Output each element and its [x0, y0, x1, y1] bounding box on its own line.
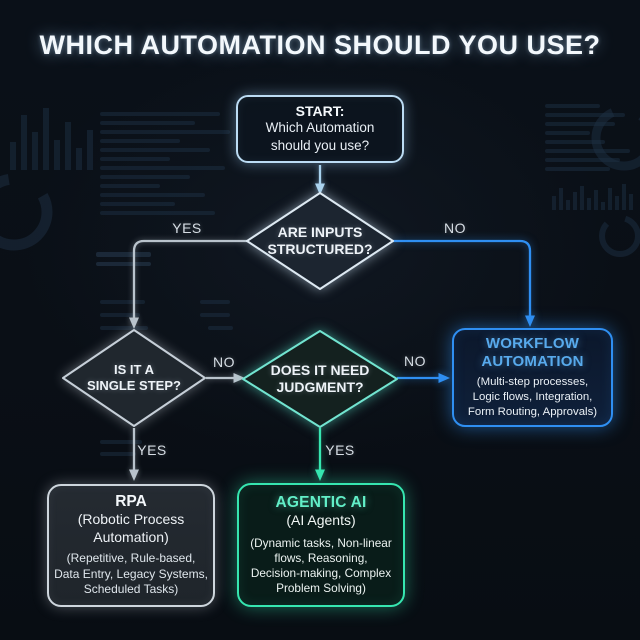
outcome-agentic-ai-node: AGENTIC AI (AI Agents) (Dynamic tasks, N…	[237, 483, 405, 607]
agentic-ai-subtitle: (AI Agents)	[286, 512, 356, 529]
workflow-description: (Multi-step processes, Logic flows, Inte…	[468, 375, 597, 419]
background-donut-chart-decoration-icon	[0, 173, 53, 251]
agentic-ai-description-line: flows, Reasoning,	[274, 550, 368, 565]
rpa-subtitle: (Robotic Process Automation)	[78, 511, 185, 546]
workflow-description-line: Form Routing, Approvals)	[467, 405, 598, 418]
agentic-ai-description: (Dynamic tasks, Non-linear flows, Reason…	[250, 536, 392, 596]
background-bar-chart-decoration-icon	[10, 108, 93, 170]
background-text-rows-decoration-icon	[96, 112, 233, 456]
decision-line: STRUCTURED?	[267, 241, 373, 258]
rpa-subtitle-line: (Robotic Process	[77, 511, 185, 528]
outcome-workflow-automation-node: WORKFLOW AUTOMATION (Multi-step processe…	[452, 328, 613, 427]
agentic-ai-description-line: Problem Solving)	[276, 580, 366, 595]
agentic-ai-description-line: (Dynamic tasks, Non-linear	[250, 535, 392, 550]
rpa-description-line: (Repetitive, Rule-based,	[66, 551, 196, 566]
rpa-description-line: Data Entry, Legacy Systems,	[54, 566, 208, 581]
edge-structured-yes	[129, 239, 247, 329]
rpa-title: RPA	[115, 493, 147, 511]
background-bar-chart-right-decoration-icon	[552, 184, 633, 210]
edge-label-structured-yes: YES	[172, 220, 202, 236]
background-text-rows-right-decoration-icon	[545, 104, 630, 171]
background-donut-right-decoration-icon	[591, 105, 640, 257]
start-node-line: Which Automation	[265, 120, 375, 136]
decision-needs-judgment-label: DOES IT NEED JUDGMENT?	[250, 362, 390, 396]
edge-label-judgment-yes: YES	[325, 442, 355, 458]
workflow-title-line: WORKFLOW	[485, 335, 580, 353]
decision-line: ARE INPUTS	[277, 224, 363, 240]
decision-line: SINGLE STEP?	[87, 378, 181, 394]
decision-line: JUDGMENT?	[276, 379, 364, 396]
start-node: START: Which Automation should you use?	[236, 95, 404, 163]
workflow-title: WORKFLOW AUTOMATION	[481, 335, 583, 370]
rpa-description: (Repetitive, Rule-based, Data Entry, Leg…	[54, 551, 208, 598]
edge-structured-no	[393, 239, 535, 327]
outcome-rpa-node: RPA (Robotic Process Automation) (Repeti…	[47, 484, 215, 607]
edge-label-single-step-yes: YES	[137, 442, 167, 458]
edge-label-structured-no: NO	[444, 220, 466, 236]
decision-inputs-structured-label: ARE INPUTS STRUCTURED?	[250, 224, 390, 258]
decision-line: IS IT A	[114, 362, 154, 377]
start-node-line: should you use?	[270, 138, 370, 153]
decision-single-step-label: IS IT A SINGLE STEP?	[64, 362, 204, 395]
edge-label-judgment-no: NO	[404, 353, 426, 369]
workflow-title-line: AUTOMATION	[481, 352, 584, 370]
agentic-ai-description-line: Decision-making, Complex	[250, 565, 392, 580]
workflow-description-line: Logic flows, Integration,	[472, 390, 593, 403]
edge-label-single-step-no: NO	[213, 354, 235, 370]
agentic-ai-title: AGENTIC AI	[275, 494, 367, 512]
start-node-title: START:	[295, 103, 345, 120]
rpa-subtitle-line: Automation)	[93, 528, 169, 545]
decision-line: DOES IT NEED	[270, 362, 370, 378]
rpa-description-line: Scheduled Tasks)	[83, 582, 179, 597]
workflow-description-line: (Multi-step processes,	[476, 376, 589, 389]
page-title: WHICH AUTOMATION SHOULD YOU USE?	[39, 30, 601, 60]
